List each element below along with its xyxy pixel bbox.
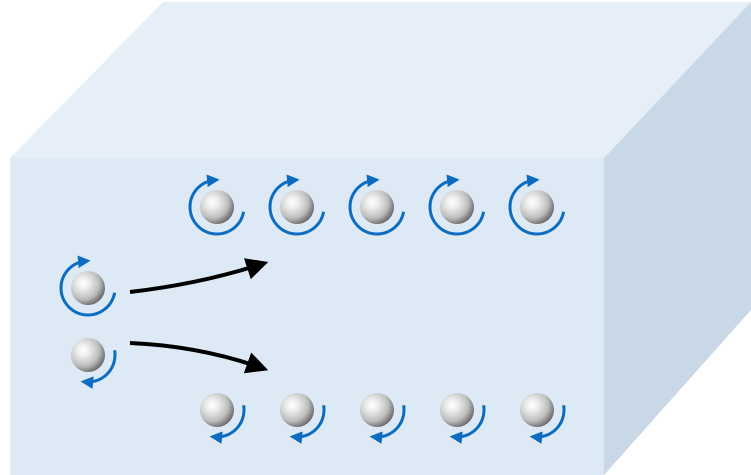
spin-ball — [200, 393, 234, 427]
spin-ball — [200, 190, 234, 224]
spin-down-arrow — [209, 405, 246, 444]
spin-top-3 — [348, 174, 406, 236]
spin-bottom-4 — [440, 393, 486, 444]
spin-bottom-3 — [360, 393, 406, 444]
spin-down-arrow — [449, 405, 486, 444]
spin-bottom-5 — [520, 393, 566, 444]
spin-bottom-1 — [200, 393, 246, 444]
spin-top-5 — [508, 174, 566, 236]
spin-up-arrow — [348, 174, 406, 236]
spin-bottom-2 — [280, 393, 326, 444]
spin-up-arrow — [188, 174, 246, 236]
spin-ball — [71, 271, 105, 305]
block-side-face — [604, 2, 751, 475]
spin-up-arrow — [508, 174, 566, 236]
spin-down-arrow — [529, 405, 566, 444]
spin-ball — [280, 393, 314, 427]
spin-up-arrow — [59, 255, 117, 317]
flow-arrow-up — [129, 258, 269, 294]
block-top-face — [10, 2, 751, 158]
spin-top-2 — [268, 174, 326, 236]
spin-ball — [360, 393, 394, 427]
spin-ball — [360, 190, 394, 224]
spin-up-arrow — [428, 174, 486, 236]
spin-ball — [440, 393, 474, 427]
spin-down-arrow — [369, 405, 406, 444]
spin-down-arrow — [289, 405, 326, 444]
spin-ball — [520, 393, 554, 427]
spin-incoming-down — [71, 338, 117, 389]
spin-up-arrow — [268, 174, 326, 236]
spin-ball — [280, 190, 314, 224]
flow-arrow-down — [129, 341, 269, 374]
spin-down-arrow — [80, 350, 117, 389]
spin-top-4 — [428, 174, 486, 236]
spin-ball — [440, 190, 474, 224]
spin-ball — [520, 190, 554, 224]
spin-group — [59, 174, 566, 444]
spin-incoming-up — [59, 255, 117, 317]
spin-top-1 — [188, 174, 246, 236]
spin-ball — [71, 338, 105, 372]
